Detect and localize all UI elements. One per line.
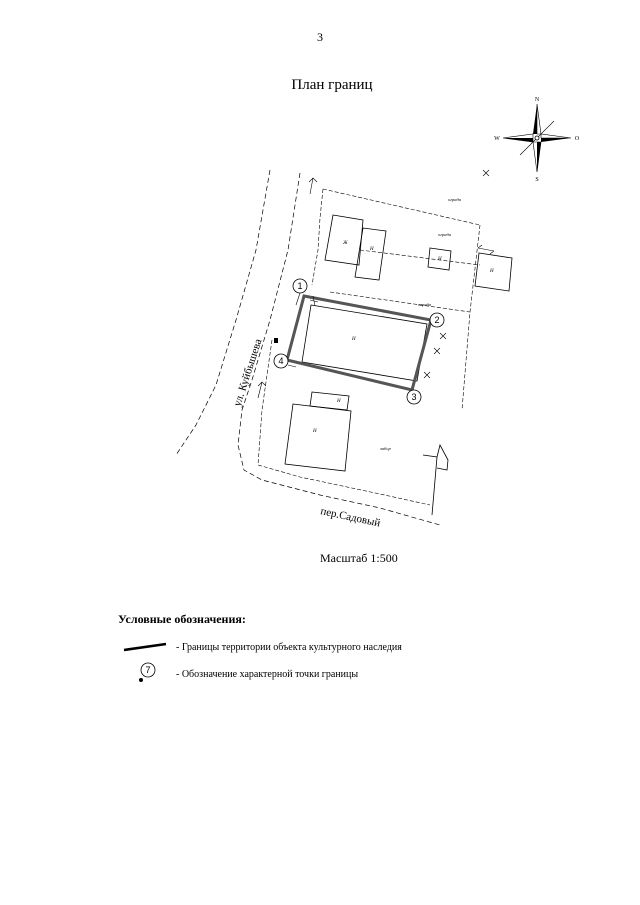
fence-label: ограда: [448, 197, 462, 202]
scale-label: Масштаб 1:500: [320, 551, 398, 565]
legend-title: Условные обозначения:: [118, 612, 246, 626]
map-labels: ул. Куйбышева пер.Садовый Ж Н Н Н Н Н Н …: [231, 197, 494, 530]
building-label: Н: [369, 247, 374, 252]
legend-point-text: - Обозначение характерной точки границы: [176, 669, 359, 680]
building-east-outbuilding: [422, 454, 438, 516]
compass-north-label: N: [535, 97, 540, 103]
building-label: Н: [351, 337, 356, 342]
compass-east-label: O: [575, 136, 580, 142]
boundary-line-symbol: [123, 642, 167, 652]
lot-fences: [257, 188, 481, 506]
boundary-points: 1 2 3 4: [273, 278, 445, 405]
compass-rose: N S W O: [494, 97, 580, 183]
object-site: [285, 294, 433, 392]
plan-title: План границ: [291, 77, 373, 93]
compass-south-label: S: [535, 177, 538, 183]
street-sadovy-label: пер.Садовый: [319, 505, 381, 529]
building-north-large: [324, 214, 364, 266]
street-edges: [175, 169, 441, 526]
building-south-porch: [309, 391, 350, 411]
fence-label: ограда: [418, 302, 432, 307]
tree-and-dimension-symbols: [257, 169, 495, 399]
page-number: 3: [317, 30, 323, 44]
building-north-small-2: [474, 252, 513, 292]
building-north-annex: [354, 227, 387, 281]
building-label: Н: [489, 269, 494, 274]
building-north-small-1: [427, 247, 452, 271]
legend-point-marker-label: 7: [145, 665, 150, 675]
point-marker-symbol: 7: [139, 662, 156, 682]
building-label: Н: [312, 429, 317, 434]
compass-west-label: W: [494, 136, 500, 142]
building-label: Н: [336, 399, 341, 404]
point-4-label: 4: [278, 356, 283, 366]
point-marker-square: [274, 338, 278, 343]
object-building: [301, 304, 428, 382]
neighbour-buildings: [284, 214, 513, 516]
street-kuibysheva-label: ул. Куйбышева: [231, 337, 264, 408]
object-boundary: [285, 294, 433, 392]
point-3-label: 3: [411, 392, 416, 402]
fence-label: ограда: [438, 232, 452, 237]
legend-boundary-text: - Границы территории объекта культурного…: [176, 642, 402, 653]
building-label: Н: [437, 257, 442, 262]
building-label: Ж: [342, 241, 348, 246]
point-1-label: 1: [297, 281, 302, 291]
building-south-large: [284, 403, 352, 472]
fence-label: забор: [379, 446, 391, 451]
point-2-label: 2: [434, 315, 439, 325]
